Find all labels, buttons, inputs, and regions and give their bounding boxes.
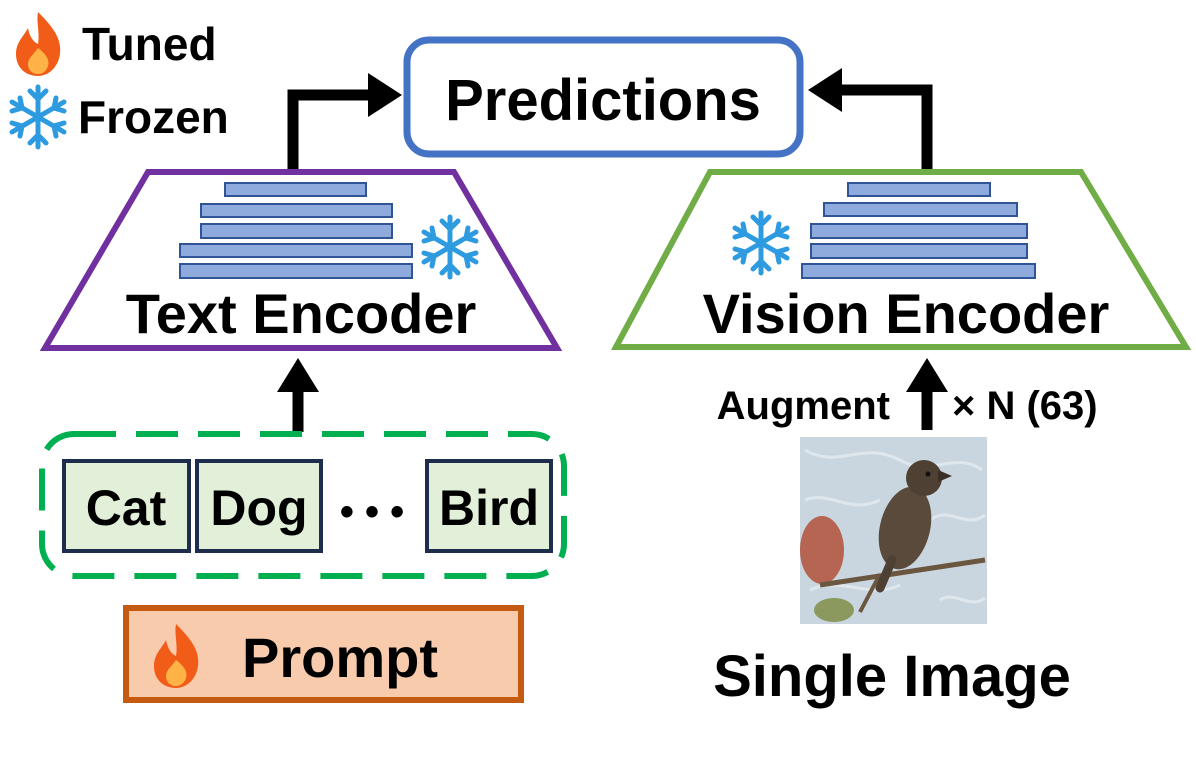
text-to-predictions-arrow — [287, 73, 402, 170]
single-image — [800, 437, 987, 624]
class-box-bird — [425, 459, 553, 553]
vision-encoder-label: Vision Encoder — [703, 282, 1110, 345]
augment-count-label: × N (63) — [952, 384, 1098, 428]
encoder-layer — [801, 263, 1036, 279]
class-label-cat: Cat — [86, 480, 167, 536]
class-label-dog: Dog — [210, 480, 307, 536]
encoder-layer — [179, 243, 413, 258]
predictions-box — [403, 36, 804, 158]
encoder-layer — [200, 203, 393, 218]
encoder-layer — [200, 223, 393, 239]
text-encoder-layers — [179, 182, 413, 279]
prompt-label: Prompt — [242, 626, 438, 689]
legend-frozen-label: Frozen — [78, 91, 229, 143]
flame-icon — [16, 12, 61, 76]
predictions-label: Predictions — [445, 68, 761, 133]
single-image-label: Single Image — [713, 644, 1071, 709]
encoder-layer — [810, 243, 1028, 259]
encoder-layer — [224, 182, 367, 197]
class-box-dog — [195, 459, 323, 553]
vision-encoder-layers — [801, 182, 1036, 279]
snowflake-icon — [12, 87, 64, 147]
ellipsis: • • • — [340, 490, 404, 534]
vision-to-predictions-arrow — [808, 68, 933, 170]
prompt-to-text-encoder-arrow — [277, 358, 319, 432]
encoder-layer — [179, 263, 413, 279]
encoder-layer — [823, 202, 1018, 217]
class-prompt-group — [39, 431, 567, 579]
class-label-bird: Bird — [439, 480, 539, 536]
legend-tuned-label: Tuned — [82, 18, 217, 70]
legend: Tuned Frozen — [12, 12, 229, 147]
class-box-cat — [62, 459, 191, 553]
encoder-layer — [810, 223, 1028, 239]
encoder-layer — [847, 182, 991, 197]
augment-arrow — [906, 358, 948, 430]
augment-label: Augment — [717, 384, 890, 428]
text-encoder-trapezoid — [39, 169, 563, 351]
text-encoder-label: Text Encoder — [126, 282, 477, 345]
